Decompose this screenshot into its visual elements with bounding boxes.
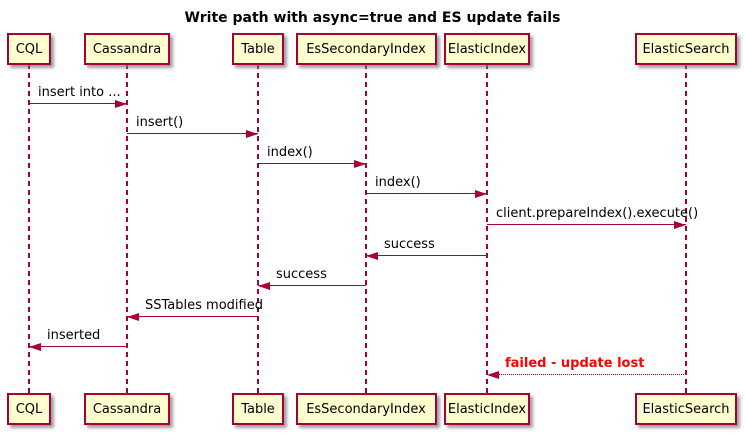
participant-label: ElasticIndex [447,401,527,417]
participant-box-ElasticSearch-bottom: ElasticSearch [635,393,737,425]
lifeline-Cassandra [126,64,128,394]
participant-label: EsSecondaryIndex [306,401,426,417]
participant-label: Table [241,41,275,57]
participant-box-ElasticSearch-top: ElasticSearch [635,33,737,65]
message-line [127,133,258,134]
message-line [487,224,686,225]
message-line [258,163,366,164]
participant-label: ElasticIndex [447,41,527,57]
message-label: insert into ... [38,85,121,100]
lifeline-Table [257,64,259,394]
message-label: SSTables modified [145,298,263,313]
participant-label: Cassandra [92,41,162,57]
participant-label: Table [241,401,275,417]
participant-box-ElasticIndex-bottom: ElasticIndex [444,393,530,425]
diagram-title: Write path with async=true and ES update… [184,10,561,26]
message-label: client.prepareIndex().execute() [496,206,699,221]
arrowhead-icon [354,159,366,168]
message-line [127,316,258,317]
participant-box-Table-top: Table [232,33,284,65]
message-label: success [276,267,327,282]
participant-label: CQL [15,401,43,417]
lifeline-CQL [28,64,30,394]
participant-box-CQL-bottom: CQL [7,393,51,425]
arrowhead-icon [475,189,487,198]
message-line [366,193,487,194]
participant-box-EsSecondaryIndex-bottom: EsSecondaryIndex [295,393,437,425]
message-label: failed - update lost [505,356,645,371]
participant-label: CQL [15,41,43,57]
lifeline-EsSecondaryIndex [365,64,367,394]
message-line [487,374,686,375]
message-label: success [384,237,435,252]
participant-label: Cassandra [92,401,162,417]
message-line [29,103,127,104]
arrowhead-icon [246,129,258,138]
arrowhead-icon [487,370,499,379]
arrowhead-icon [674,220,686,229]
arrowhead-icon [258,281,270,290]
participant-box-CQL-top: CQL [7,33,51,65]
lifeline-ElasticIndex [486,64,488,394]
arrowhead-icon [115,99,127,108]
participant-box-Cassandra-top: Cassandra [84,33,170,65]
participant-label: ElasticSearch [642,41,730,57]
message-label: index() [375,175,421,190]
participant-box-Cassandra-bottom: Cassandra [84,393,170,425]
message-label: inserted [47,328,101,343]
participant-box-EsSecondaryIndex-top: EsSecondaryIndex [295,33,437,65]
arrowhead-icon [366,251,378,260]
participant-label: ElasticSearch [642,401,730,417]
arrowhead-icon [127,312,139,321]
message-label: insert() [136,115,184,130]
arrowhead-icon [29,342,41,351]
message-line [366,255,487,256]
participant-label: EsSecondaryIndex [306,41,426,57]
lifeline-ElasticSearch [685,64,687,394]
message-line [258,285,366,286]
message-line [29,346,127,347]
message-label: index() [267,145,313,160]
participant-box-ElasticIndex-top: ElasticIndex [444,33,530,65]
participant-box-Table-bottom: Table [232,393,284,425]
